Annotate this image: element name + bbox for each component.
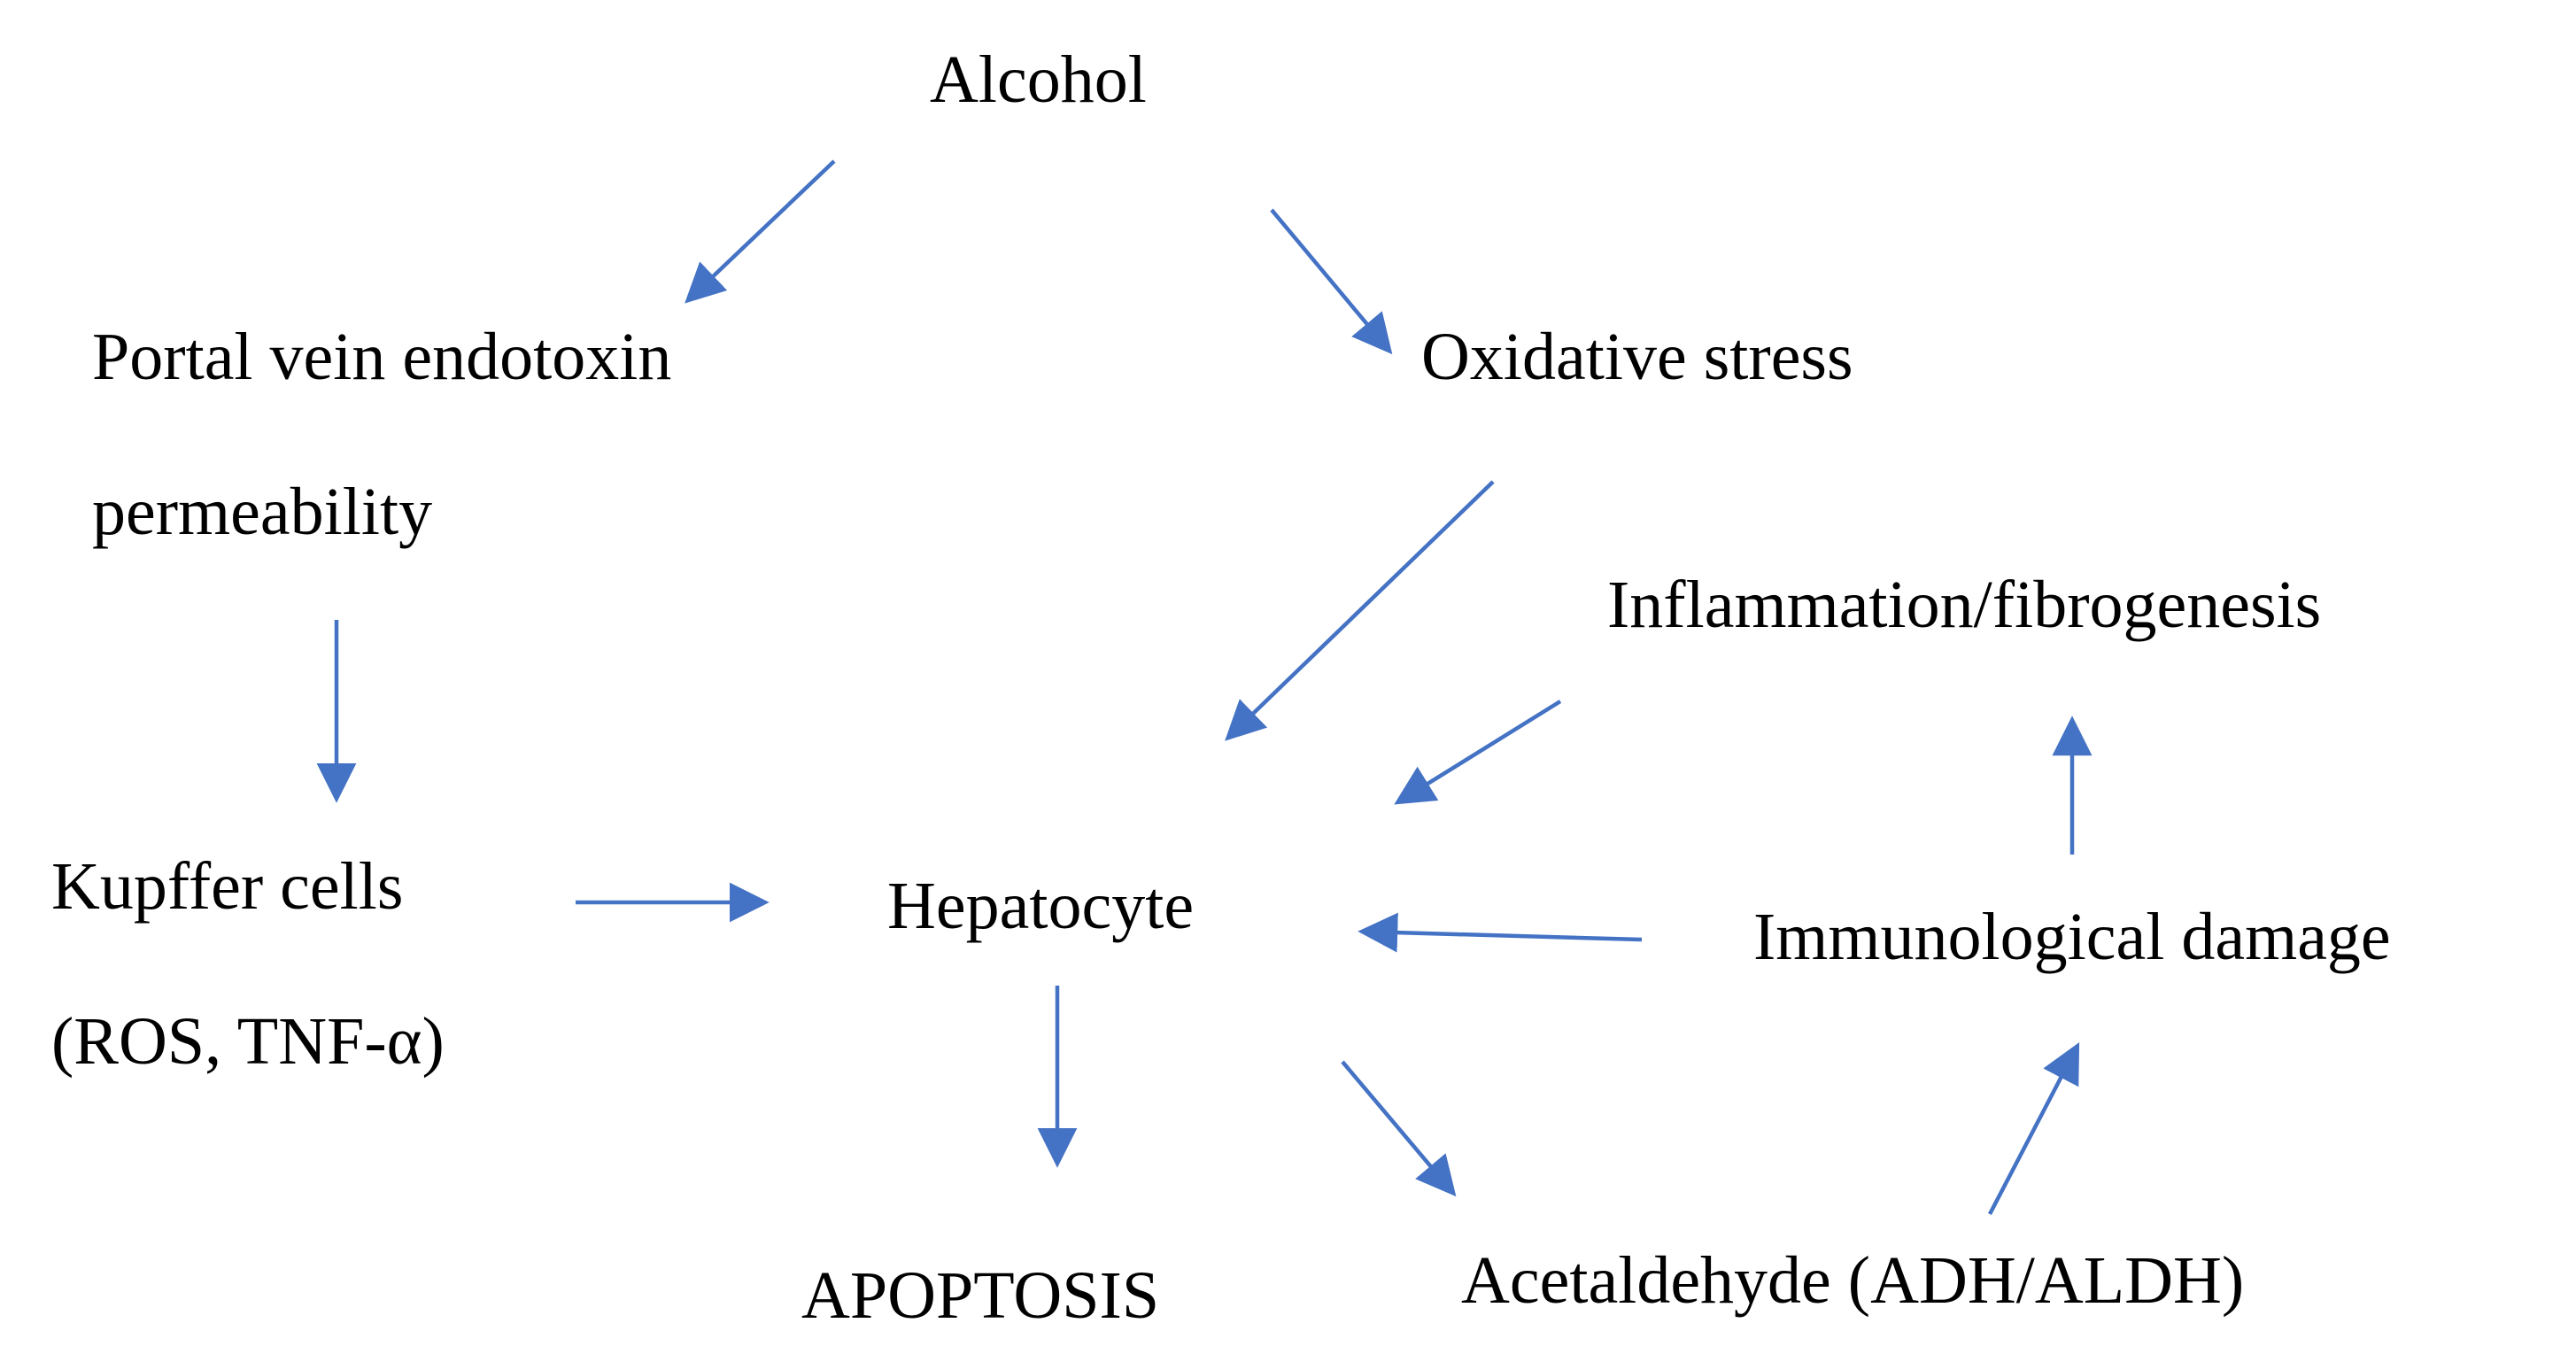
arrow-immunological-to-hepatocyte: [1358, 912, 1643, 953]
arrow-alcohol-to-portal: [685, 159, 836, 304]
node-acetaldehyde: Acetaldehyde (ADH/ALDH): [1461, 1243, 2245, 1318]
node-inflammation: Inflammation/fibrogenesis: [1607, 568, 2322, 642]
node-kupffer-line2: (ROS, TNF-α): [51, 1004, 445, 1079]
node-apoptosis: APOPTOSIS: [801, 1258, 1160, 1333]
node-hepatocyte: Hepatocyte: [887, 869, 1195, 943]
arrow-hepatocyte-to-acetaldehyde: [1341, 1060, 1457, 1197]
node-portal-vein-line1: Portal vein endotoxin: [92, 320, 672, 394]
node-alcohol: Alcohol: [930, 43, 1147, 117]
arrow-alcohol-to-oxidative: [1270, 208, 1393, 355]
arrow-inflammation-to-hepatocyte: [1394, 700, 1562, 805]
node-portal-vein-line2: permeability: [92, 475, 433, 549]
arrow-acetaldehyde-to-immunological: [1988, 1042, 2080, 1216]
node-kupffer-line1: Kupffer cells: [51, 849, 404, 924]
node-oxidative-stress: Oxidative stress: [1421, 320, 1853, 394]
arrow-oxidative-to-hepatocyte: [1225, 480, 1495, 741]
node-immunological-damage: Immunological damage: [1753, 900, 2391, 974]
